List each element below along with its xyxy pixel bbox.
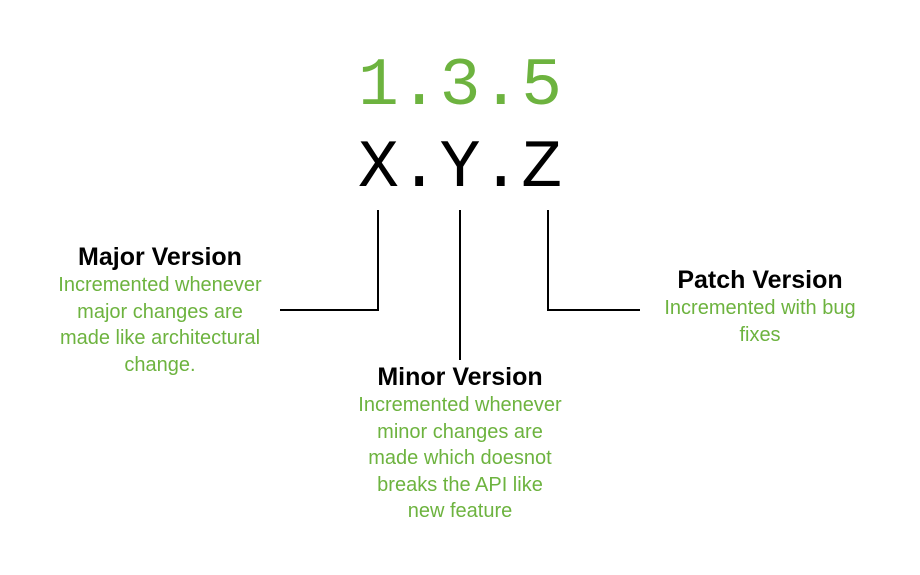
major-desc-line: Incremented whenever <box>58 274 262 296</box>
minor-version-title: Minor Version <box>377 363 543 391</box>
major-desc-line: made like architectural <box>59 327 261 349</box>
patch-connector <box>547 210 640 311</box>
patch-version-block: Patch Version Incremented with bug fixes <box>645 265 875 348</box>
minor-desc-line: minor changes are <box>377 420 543 443</box>
minor-version-description: Incremented whenever minor changes are m… <box>335 392 585 525</box>
version-number: 1.3.5 <box>357 48 563 125</box>
major-desc-line: change. <box>124 353 196 376</box>
major-version-block: Major Version Incremented whenever major… <box>40 242 280 378</box>
minor-desc-line: Incremented whenever <box>358 394 562 416</box>
major-connector <box>280 210 379 311</box>
major-version-title: Major Version <box>78 243 242 271</box>
major-desc-line: major changes are <box>77 300 243 323</box>
patch-desc-line: Incremented with bug <box>664 297 856 319</box>
version-pattern: X.Y.Z <box>357 130 563 207</box>
patch-version-title: Patch Version <box>677 266 843 294</box>
minor-version-block: Minor Version Incremented whenever minor… <box>335 362 585 525</box>
minor-desc-line: breaks the API like <box>377 473 543 496</box>
patch-desc-line: fixes <box>739 323 781 346</box>
minor-desc-line: made which doesnot <box>368 447 552 469</box>
minor-desc-line: new feature <box>407 500 513 522</box>
major-version-description: Incremented whenever major changes are m… <box>40 272 280 378</box>
patch-version-description: Incremented with bug fixes <box>645 295 875 348</box>
